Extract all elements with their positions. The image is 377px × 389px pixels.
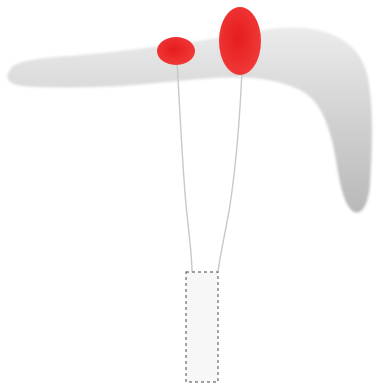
stalk-lines <box>177 62 242 272</box>
right-stalk <box>218 70 242 272</box>
large-red-marker <box>219 7 261 75</box>
probe-outline <box>186 272 218 382</box>
probe <box>186 272 218 382</box>
small-red-marker <box>157 37 195 65</box>
left-stalk <box>177 62 192 272</box>
